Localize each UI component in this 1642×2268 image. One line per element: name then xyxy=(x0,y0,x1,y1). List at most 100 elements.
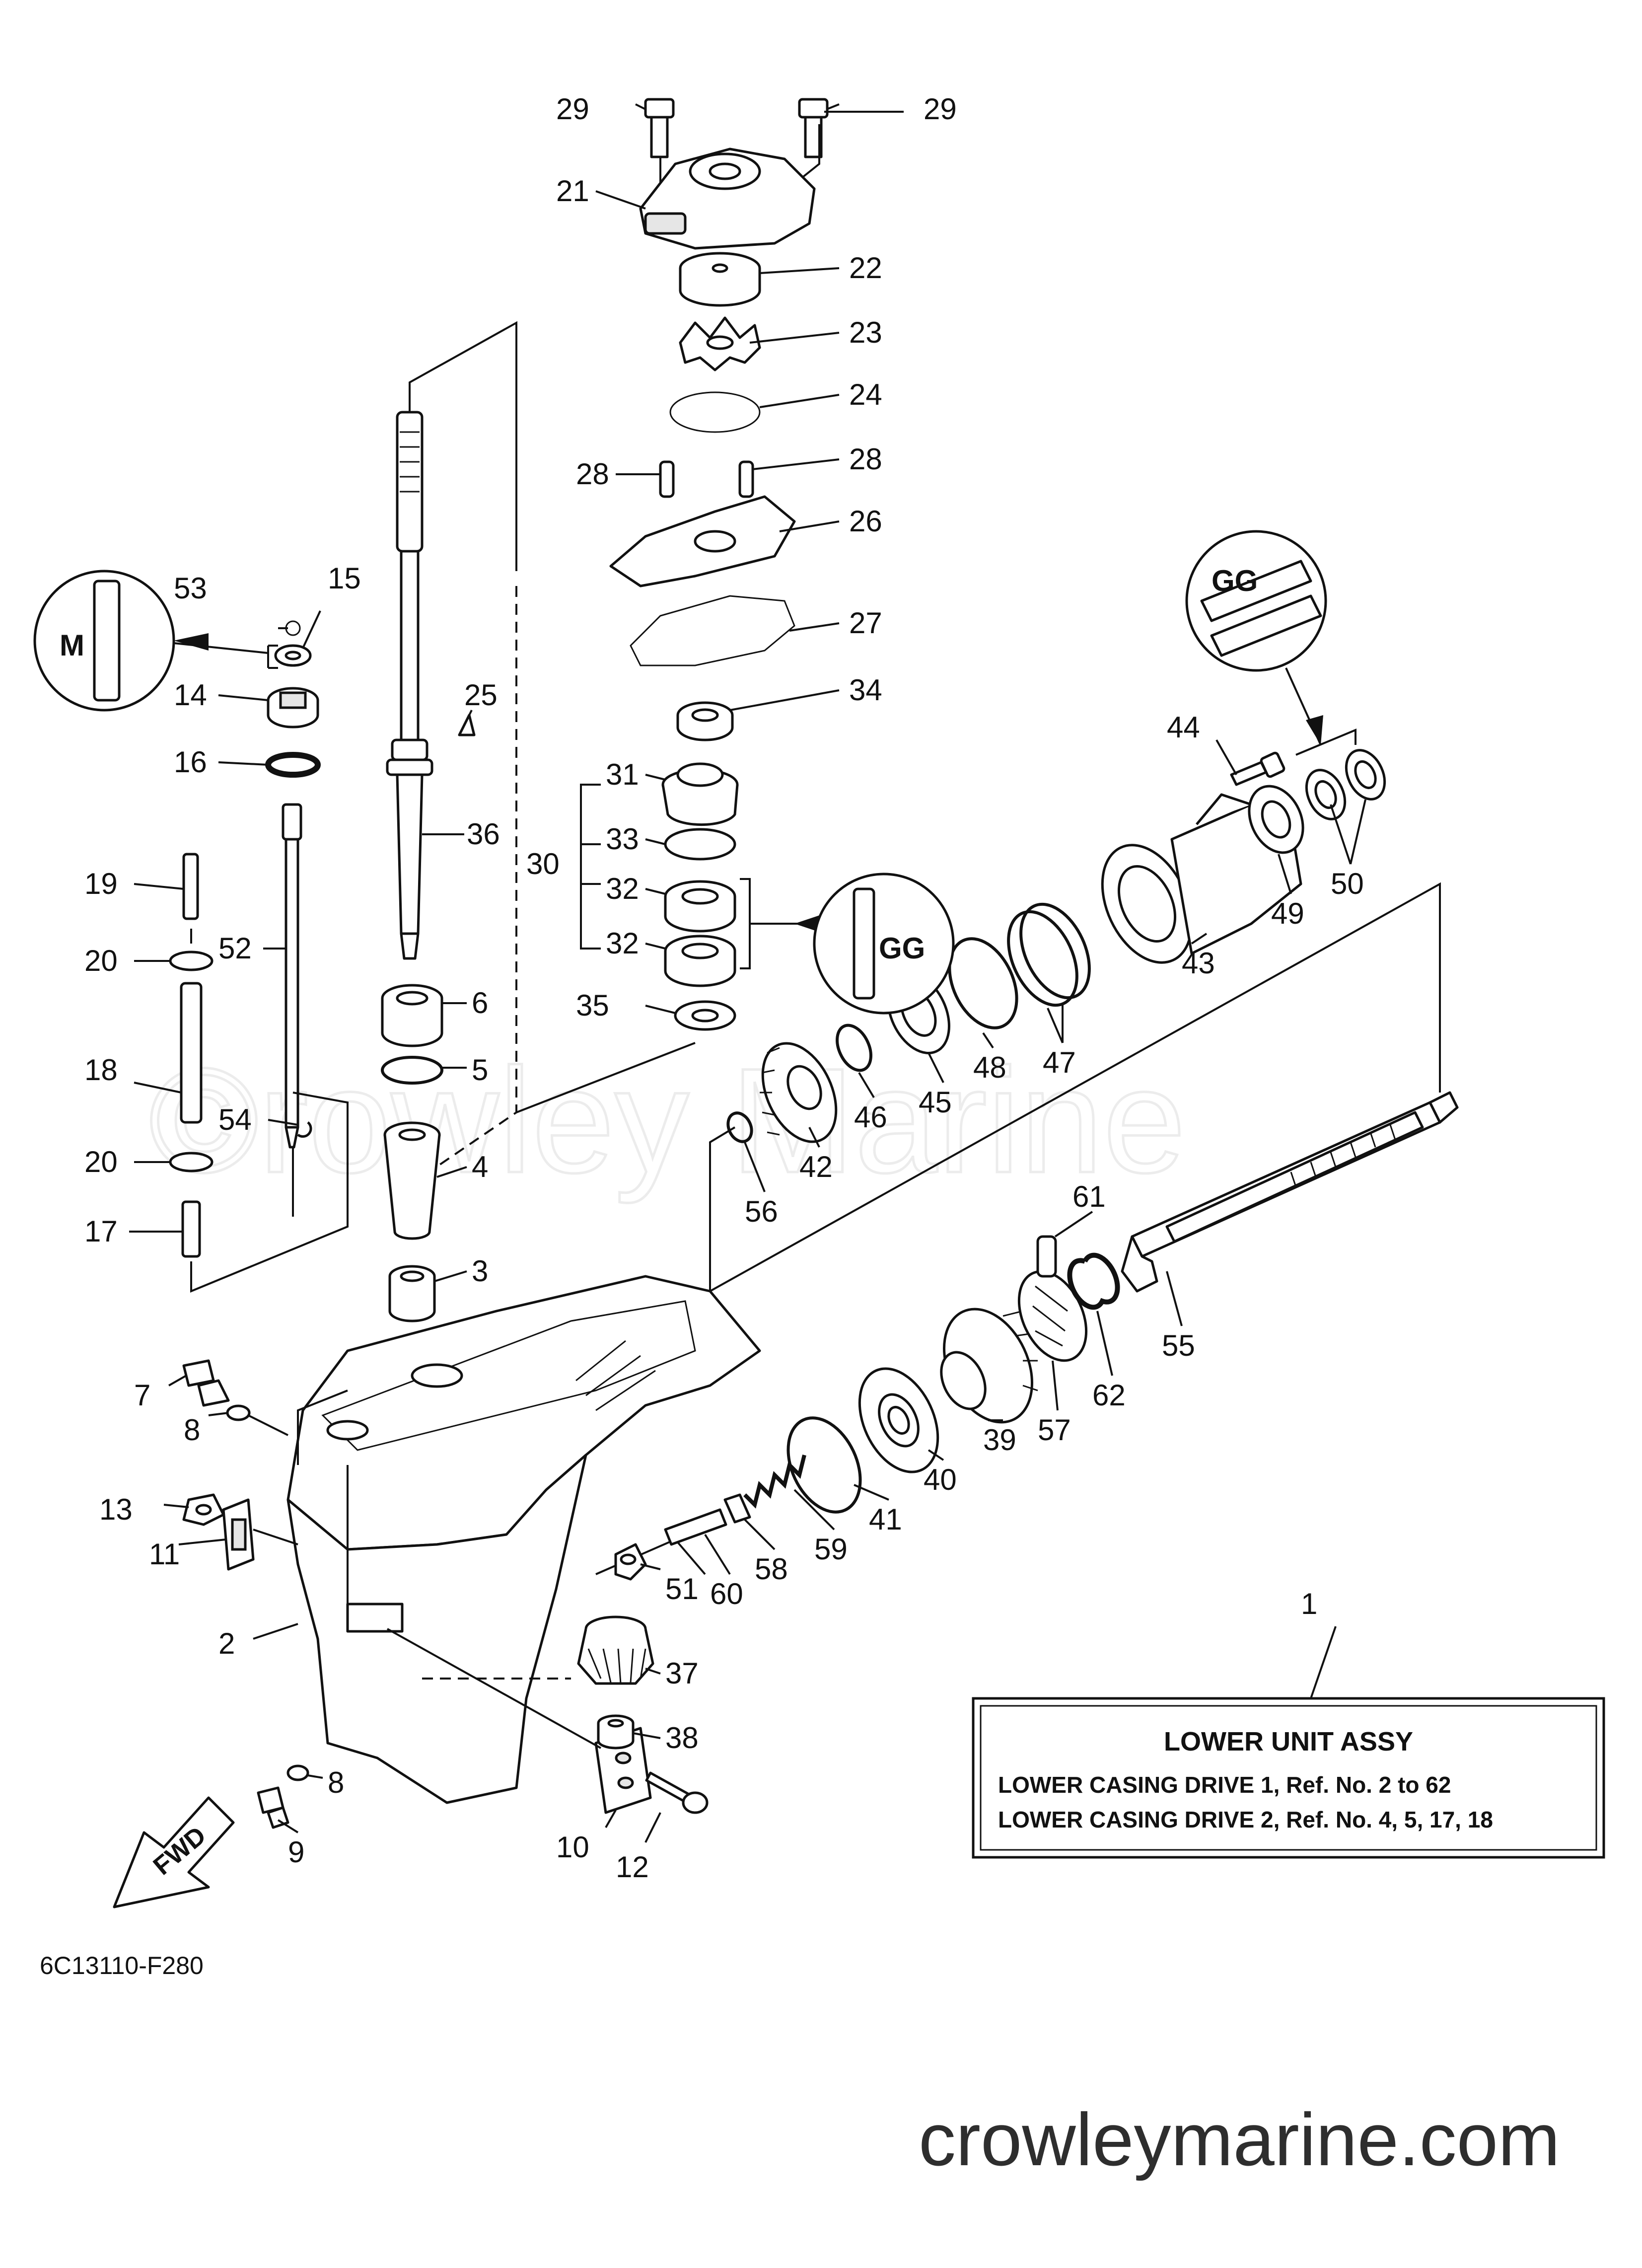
callout-24: 24 xyxy=(849,378,882,411)
bolt-7 xyxy=(182,1359,230,1407)
callout-29-right: 29 xyxy=(924,92,957,126)
callout-11: 11 xyxy=(149,1537,180,1571)
circlip-54 xyxy=(297,1121,312,1138)
reverse-gear-42 xyxy=(760,1042,838,1143)
shift-cam-51 xyxy=(614,1543,647,1581)
callout-8-upper: 8 xyxy=(184,1413,200,1447)
callout-30: 30 xyxy=(526,847,560,880)
bolt-44 xyxy=(1230,751,1285,786)
callout-8-lower: 8 xyxy=(328,1766,344,1799)
callout-44: 44 xyxy=(1167,711,1200,744)
callout-61: 61 xyxy=(1072,1180,1106,1213)
callout-57: 57 xyxy=(1038,1413,1071,1447)
svg-text:GG: GG xyxy=(879,932,925,965)
hose-clamp-20-lower xyxy=(169,1152,214,1172)
callout-20-lower: 20 xyxy=(84,1145,118,1178)
oil-seal-50-a xyxy=(1305,769,1347,820)
circlip-53 xyxy=(285,620,301,636)
shift-plunger-60 xyxy=(664,1508,727,1546)
site-name: crowleymarine.com xyxy=(919,2098,1560,2181)
needle-bearing-3 xyxy=(388,1265,436,1322)
shift-rod-52 xyxy=(282,803,302,1149)
callout-43: 43 xyxy=(1182,947,1215,980)
callout-45: 45 xyxy=(919,1086,952,1119)
key-47-b xyxy=(1019,902,1091,1000)
callout-25: 25 xyxy=(464,678,498,712)
callout-6: 6 xyxy=(472,986,488,1020)
shift-rod-bushing-14 xyxy=(267,687,319,729)
callout-52: 52 xyxy=(218,932,252,965)
callout-1: 1 xyxy=(1301,1587,1317,1620)
callout-13: 13 xyxy=(99,1493,133,1526)
callout-23: 23 xyxy=(849,316,882,349)
callout-42: 42 xyxy=(799,1150,833,1183)
callout-19: 19 xyxy=(84,867,118,900)
callout-38: 38 xyxy=(665,1721,699,1755)
key-47-a xyxy=(1007,910,1078,1007)
callout-10: 10 xyxy=(556,1830,589,1864)
callout-29-left: 29 xyxy=(556,92,589,126)
callout-39: 39 xyxy=(983,1423,1016,1457)
callout-54: 54 xyxy=(218,1103,252,1136)
assy-box-line-2: LOWER CASING DRIVE 2, Ref. No. 4, 5, 17,… xyxy=(998,1807,1493,1832)
washer-8-upper xyxy=(226,1404,251,1421)
impeller-23 xyxy=(679,316,761,371)
dog-clutch-57 xyxy=(1017,1270,1088,1362)
callout-51: 51 xyxy=(665,1572,699,1606)
lower-casing-2 xyxy=(286,1275,761,1804)
callout-31: 31 xyxy=(606,758,639,791)
bolt-12 xyxy=(645,1771,709,1814)
washer-35 xyxy=(674,1000,736,1031)
oil-seal-50-b xyxy=(1345,749,1386,801)
callout-27: 27 xyxy=(849,606,882,640)
nut-13 xyxy=(182,1493,225,1526)
cross-pin-61 xyxy=(1036,1235,1057,1278)
bolt-29-left xyxy=(644,98,675,158)
washer-8-lower xyxy=(286,1764,309,1781)
sleeve-4 xyxy=(383,1121,441,1240)
forward-gear-39 xyxy=(940,1308,1038,1424)
callout-22: 22 xyxy=(849,251,882,285)
callout-7: 7 xyxy=(134,1379,150,1412)
callout-9: 9 xyxy=(288,1835,304,1869)
callout-12: 12 xyxy=(616,1850,649,1884)
spring-59 xyxy=(743,1455,806,1509)
dowel-pin-28-left xyxy=(659,460,675,498)
callout-32-upper: 32 xyxy=(606,872,639,905)
callout-46: 46 xyxy=(854,1100,887,1134)
oil-seal-34 xyxy=(676,701,734,741)
callout-50: 50 xyxy=(1331,867,1364,900)
callout-26: 26 xyxy=(849,505,882,538)
tapered-bearing-40 xyxy=(858,1367,939,1473)
gasket-27 xyxy=(630,595,795,666)
callout-56: 56 xyxy=(745,1195,778,1228)
hose-joint-17 xyxy=(181,1200,201,1258)
callout-28-left: 28 xyxy=(576,457,609,491)
pinion-37 xyxy=(577,1615,654,1685)
svg-text:GG: GG xyxy=(1212,564,1258,597)
callout-16: 16 xyxy=(174,745,207,779)
detail-circle-mid xyxy=(813,873,955,1015)
pump-housing-21 xyxy=(639,147,816,250)
hose-joint-19 xyxy=(182,853,199,920)
shim-41 xyxy=(786,1416,862,1514)
bolt-29-right xyxy=(798,98,829,158)
assy-box-line-1: LOWER CASING DRIVE 1, Ref. No. 2 to 62 xyxy=(998,1772,1451,1798)
callout-32-lower: 32 xyxy=(606,927,639,960)
pinion-nut-38 xyxy=(597,1714,635,1750)
cross-pin-ring-62 xyxy=(1067,1252,1120,1310)
callout-48: 48 xyxy=(973,1051,1006,1084)
bracket-30 xyxy=(580,784,601,950)
watermark: ©rowley Marine xyxy=(149,1037,1186,1205)
assy-box: LOWER UNIT ASSY LOWER CASING DRIVE 1, Re… xyxy=(972,1697,1605,1859)
impeller-insert-22 xyxy=(679,252,761,307)
callout-34: 34 xyxy=(849,673,882,707)
callout-18: 18 xyxy=(84,1053,118,1087)
svg-text:M: M xyxy=(60,629,84,662)
propeller-shaft-55 xyxy=(1121,1091,1459,1293)
callout-62: 62 xyxy=(1092,1379,1126,1412)
callout-55: 55 xyxy=(1162,1329,1195,1362)
callout-28-right: 28 xyxy=(849,442,882,476)
assy-box-title: LOWER UNIT ASSY xyxy=(1164,1727,1413,1756)
